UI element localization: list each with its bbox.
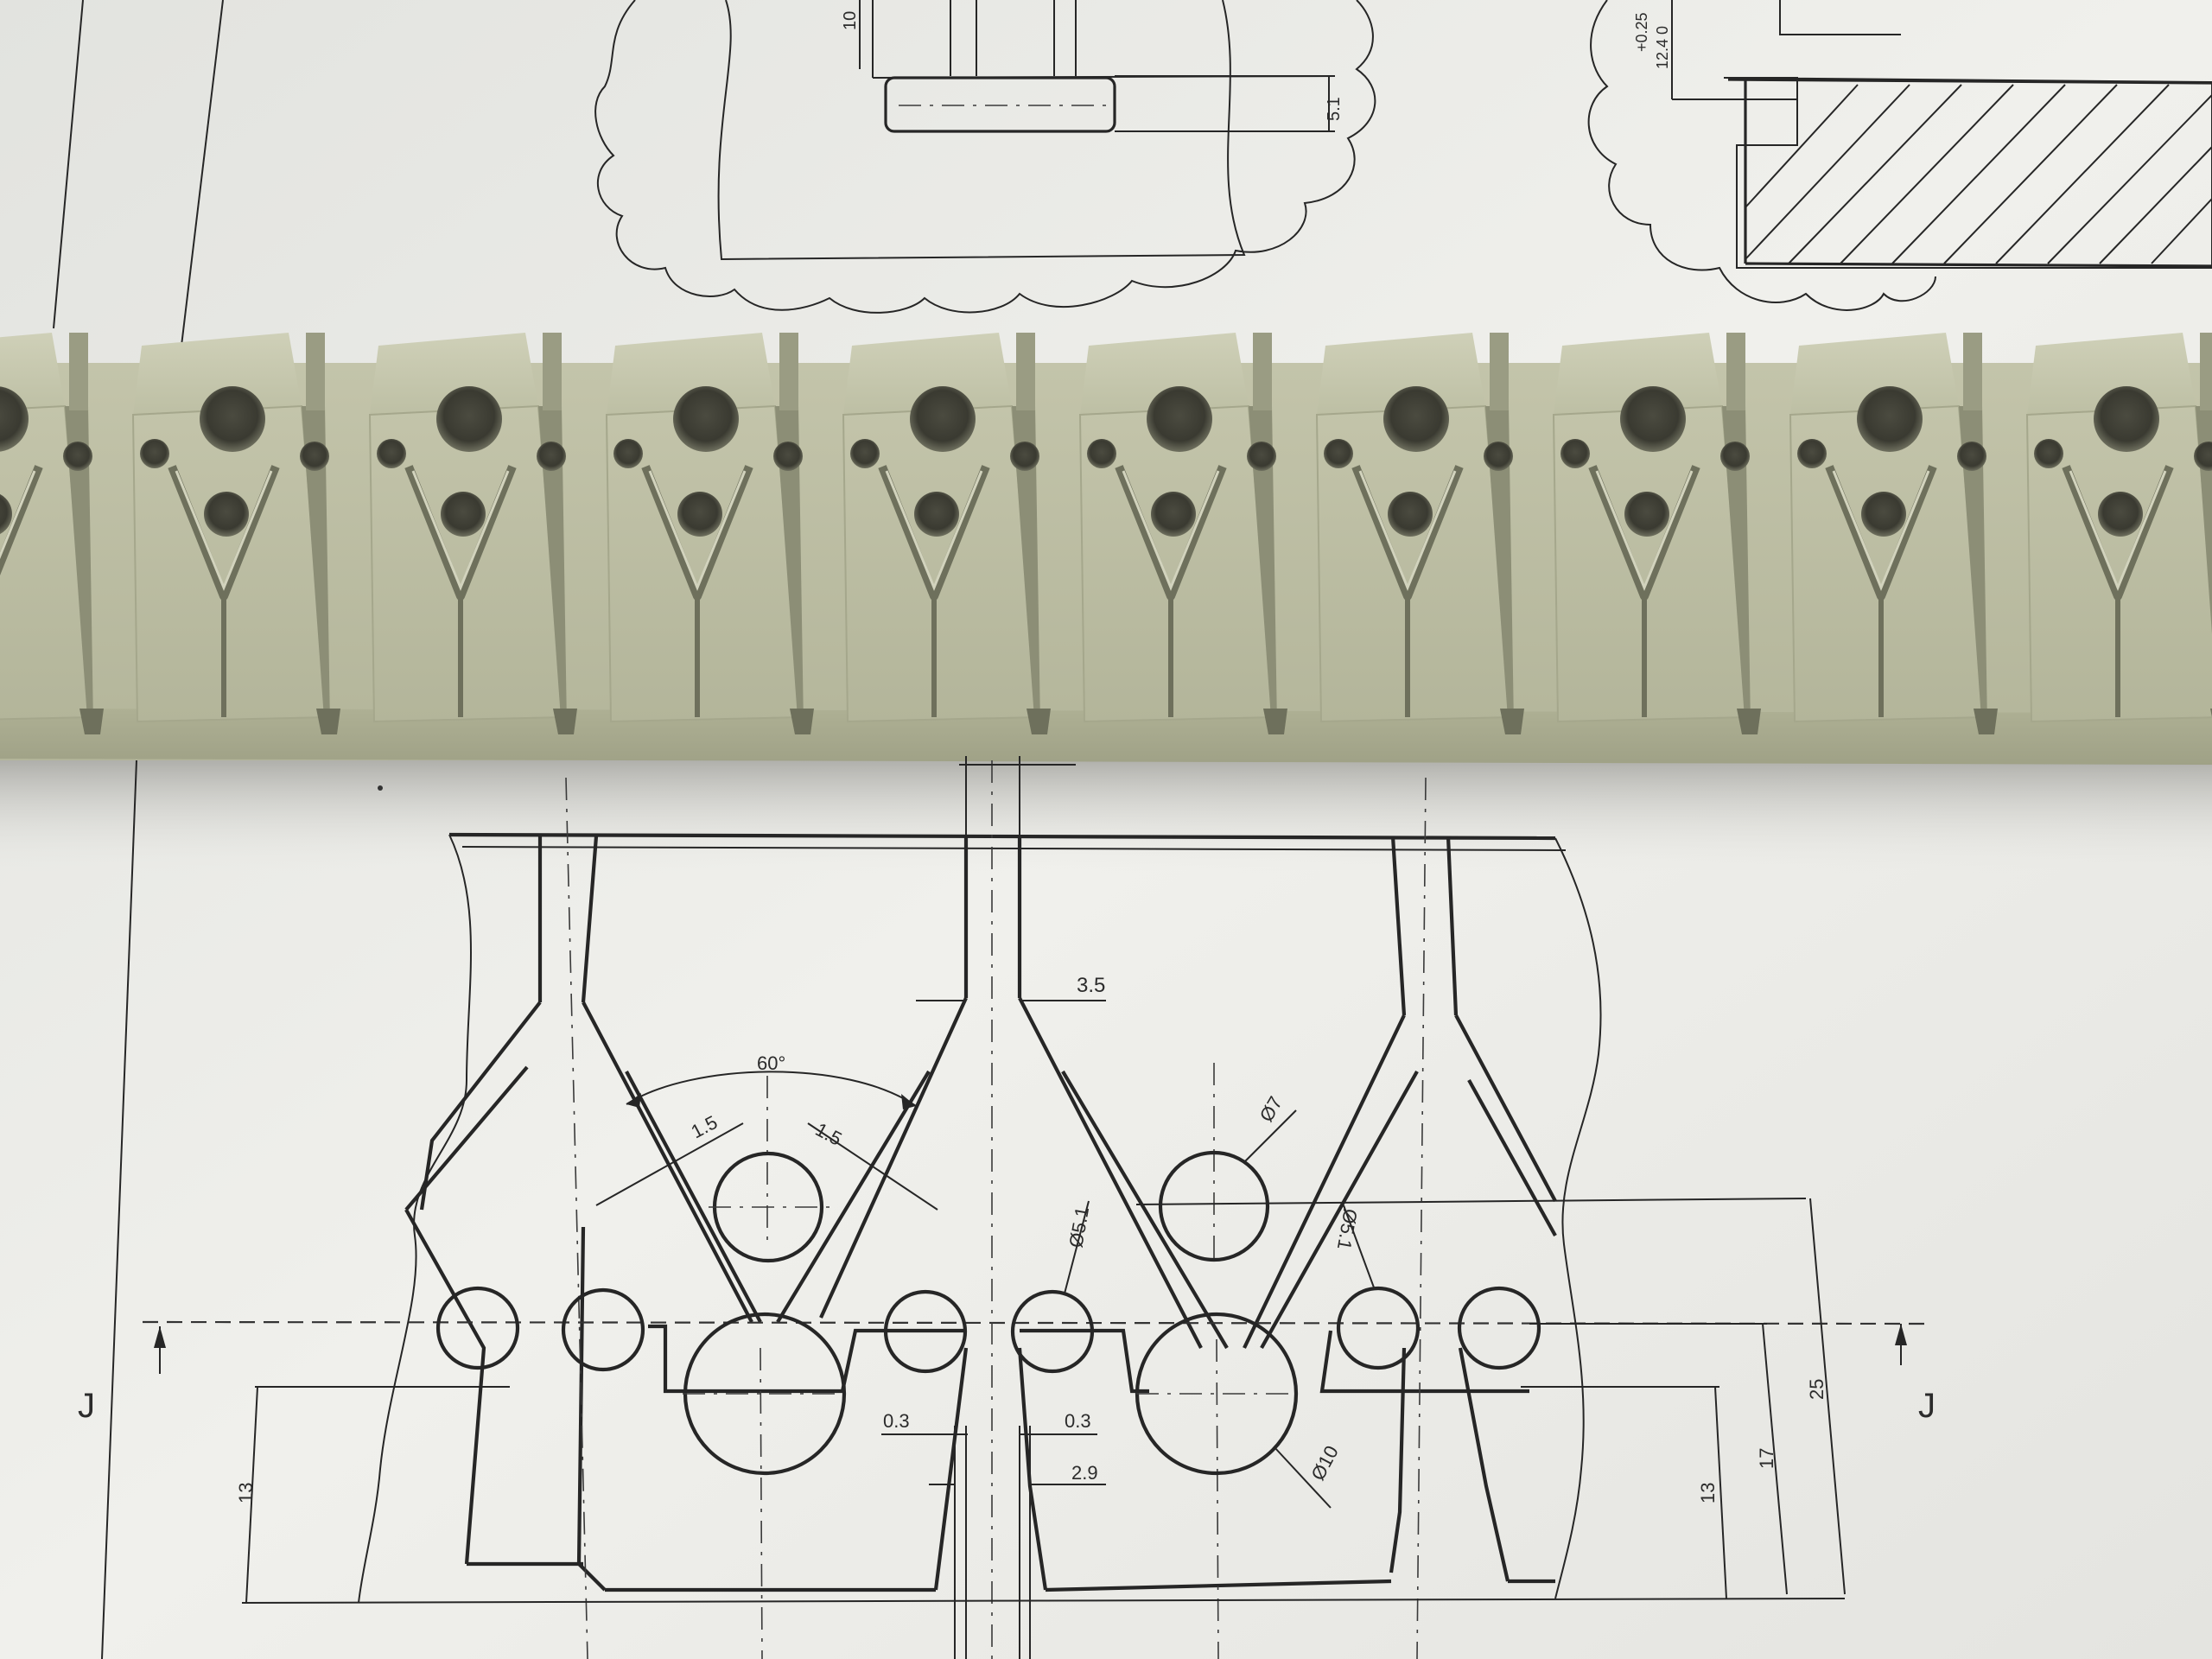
comb-unit: [605, 333, 814, 734]
dim-label: 12.4 0: [1654, 26, 1671, 69]
comb-unit: [842, 333, 1051, 734]
comb-unit: [1078, 333, 1287, 734]
main-drawing: 60° 1.5 1.5 3.5 Ø7 Ø5.1 Ø5.1 Ø10: [78, 756, 1936, 1659]
dim-label: 10: [841, 11, 860, 30]
comb-unit: [1789, 333, 1998, 734]
comb-unit: [131, 333, 340, 734]
dim-label: 3.5: [1077, 974, 1105, 997]
dim-label: 17: [1756, 1448, 1777, 1469]
dim-label: 5.1: [1325, 97, 1344, 121]
dim-label: 13: [235, 1483, 257, 1503]
dim-label: 60°: [757, 1052, 785, 1074]
dim-label: 13: [1697, 1483, 1719, 1503]
dim-label: 2.9: [1071, 1462, 1098, 1484]
top-drawing: 5.1 10 +0.25 12.4 0: [53, 0, 2212, 346]
comb-unit: [1315, 333, 1524, 734]
comb-unit: [2025, 333, 2212, 723]
section-marker-right: J: [1918, 1387, 1936, 1425]
comb-unit: [1552, 333, 1761, 734]
dim-label: 25: [1806, 1379, 1827, 1400]
dim-label: +0.25: [1633, 12, 1650, 52]
plastic-comb-part: [0, 333, 2212, 873]
section-marker-left: J: [78, 1387, 95, 1425]
comb-unit: [368, 333, 577, 734]
comb-unit: [0, 333, 104, 734]
dim-label: 0.3: [883, 1410, 910, 1432]
dim-label: 0.3: [1065, 1410, 1091, 1432]
